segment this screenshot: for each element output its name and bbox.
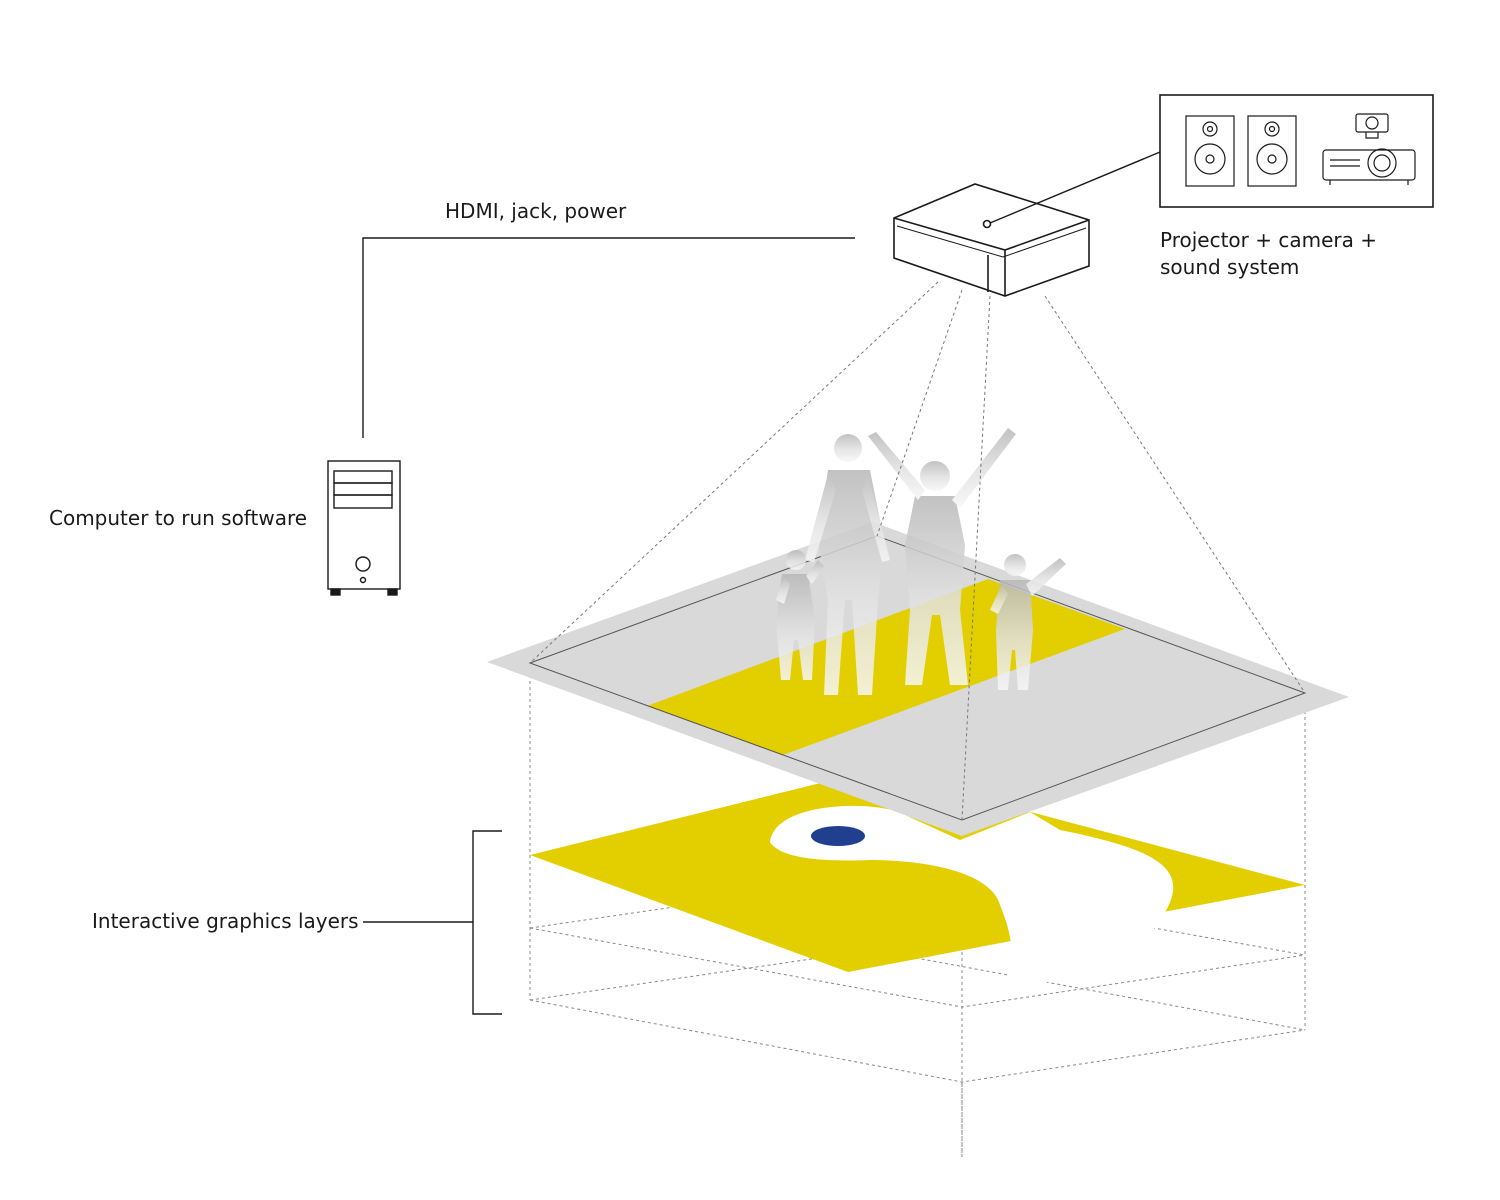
equipment-box bbox=[1159, 94, 1434, 208]
unit-to-box-line bbox=[989, 151, 1161, 224]
ceiling-unit-icon bbox=[893, 183, 1090, 297]
hdmi-label: HDMI, jack, power bbox=[445, 199, 627, 223]
people-silhouette-icon bbox=[776, 428, 1066, 695]
projector-label-line2: sound system bbox=[1160, 255, 1300, 279]
computer-label: Computer to run software bbox=[49, 506, 308, 530]
computer-tower-icon bbox=[327, 460, 401, 596]
speaker-icon bbox=[1185, 115, 1235, 187]
hdmi-cable-line bbox=[362, 237, 855, 438]
layers-label: Interactive graphics layers bbox=[92, 909, 359, 933]
graphics-layer-white-path bbox=[770, 805, 1174, 1000]
graphics-layer bbox=[530, 770, 1305, 1000]
projection-rays bbox=[529, 281, 1306, 821]
ceiling-unit-point bbox=[982, 219, 992, 229]
speaker-icon bbox=[1247, 115, 1297, 187]
projector-icon bbox=[1322, 148, 1416, 185]
camera-icon bbox=[1355, 113, 1389, 139]
projector-label: Projector + camera + sound system bbox=[1160, 227, 1377, 281]
layers-bracket bbox=[363, 830, 502, 1015]
projector-label-line1: Projector + camera + bbox=[1160, 228, 1377, 252]
blue-dot bbox=[811, 826, 865, 846]
